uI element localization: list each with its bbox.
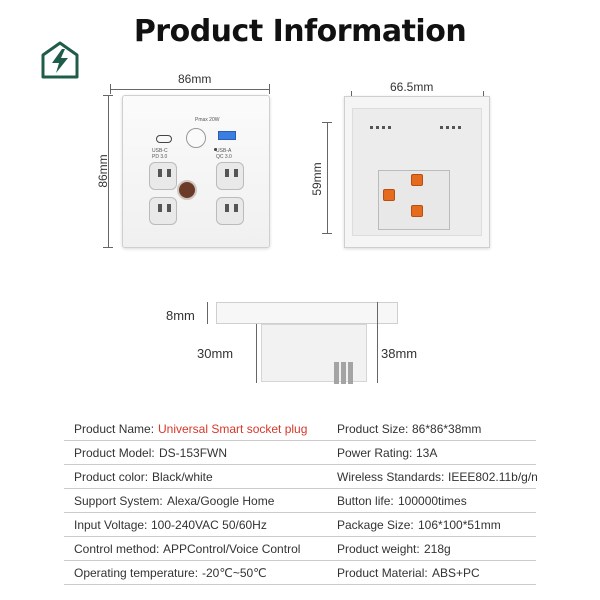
- front-height-tick-bottom: [103, 247, 113, 248]
- spec-left-label: Product Name:: [74, 422, 155, 436]
- wire-terminal-icon: [383, 189, 395, 201]
- spec-right-value: ABS+PC: [432, 566, 480, 580]
- outlet-slot-top-right-icon: [216, 162, 244, 190]
- side-fin-icon: [334, 362, 339, 384]
- vent-dot-icon: [376, 126, 379, 129]
- earth-pin-socket-icon: [177, 180, 197, 200]
- spec-left-value: DS-153FWN: [159, 446, 228, 460]
- front-height-tick-top: [103, 95, 113, 96]
- usb-a-label: USB-A QC 3.0: [216, 148, 232, 160]
- vent-dot-icon: [382, 126, 385, 129]
- back-width-label: 66.5mm: [390, 80, 434, 94]
- pmax-label: Pmax 20W: [195, 117, 220, 123]
- spec-right-label: Product Material:: [337, 566, 428, 580]
- socket-front-panel: [122, 95, 270, 248]
- spec-left-label: Product Model:: [74, 446, 155, 460]
- outlet-slot-bottom-left-icon: [149, 197, 177, 225]
- outlet-slot-top-left-icon: [149, 162, 177, 190]
- spec-right-label: Product Size:: [337, 422, 409, 436]
- spec-left-value: Alexa/Google Home: [167, 494, 275, 508]
- spec-row-divider: [64, 512, 536, 513]
- spec-row-divider: [64, 560, 536, 561]
- socket-side-plate: [216, 302, 398, 324]
- usb-a-label-line2: QC 3.0: [216, 154, 232, 160]
- side-depth-line: [256, 324, 257, 383]
- spec-left-label: Control method:: [74, 542, 160, 556]
- spec-row-divider: [64, 464, 536, 465]
- led-indicator-icon: [214, 148, 217, 151]
- spec-left-value: Universal Smart socket plug: [158, 422, 308, 436]
- side-total-label: 38mm: [381, 346, 418, 361]
- back-height-tick-top: [322, 122, 332, 123]
- spec-right-value: IEEE802.11b/g/n: [448, 470, 538, 484]
- vent-dot-icon: [440, 126, 443, 129]
- spec-left-value: -20℃~50℃: [202, 566, 267, 580]
- vent-dot-icon: [458, 126, 461, 129]
- spec-row-divider: [64, 488, 536, 489]
- spec-right-value: 86*86*38mm: [412, 422, 482, 436]
- side-total-line: [377, 302, 378, 383]
- side-thickness-line: [207, 302, 208, 324]
- usb-c-port-icon: [156, 135, 172, 143]
- front-width-tick-left: [110, 84, 111, 94]
- spec-right-label: Package Size:: [337, 518, 414, 532]
- spec-left-value: Black/white: [152, 470, 213, 484]
- vent-dot-icon: [452, 126, 455, 129]
- side-fin-icon: [348, 362, 353, 384]
- wire-terminal-icon: [411, 205, 423, 217]
- vent-dot-icon: [446, 126, 449, 129]
- spec-left-label: Operating temperature:: [74, 566, 199, 580]
- spec-right-value: 13A: [416, 446, 438, 460]
- spec-right-value: 218g: [424, 542, 451, 556]
- spec-left-value: APPControl/Voice Control: [163, 542, 301, 556]
- spec-right-value: 100000times: [398, 494, 467, 508]
- back-height-label: 59mm: [310, 162, 324, 196]
- front-width-tick-right: [269, 84, 270, 94]
- back-height-line: [327, 122, 328, 234]
- spec-left-label: Support System:: [74, 494, 163, 508]
- spec-right-label: Wireless Standards:: [337, 470, 445, 484]
- usb-a-label-line1: USB-A: [216, 148, 232, 154]
- usb-a-port-icon: [218, 131, 236, 140]
- touch-button-icon: [186, 128, 206, 148]
- vent-dot-icon: [388, 126, 391, 129]
- usb-c-label-line2: PD 3.0: [152, 154, 168, 160]
- spec-left-label: Product color:: [74, 470, 149, 484]
- side-fin-icon: [341, 362, 346, 384]
- page-title: Product Information: [133, 14, 467, 49]
- spec-right-label: Power Rating:: [337, 446, 413, 460]
- outlet-slot-bottom-right-icon: [216, 197, 244, 225]
- spec-row-divider: [64, 440, 536, 441]
- side-depth-label: 30mm: [197, 346, 234, 361]
- front-width-label: 86mm: [178, 72, 212, 86]
- spec-row-divider: [64, 584, 536, 585]
- vent-dot-icon: [370, 126, 373, 129]
- front-width-line: [110, 89, 270, 90]
- back-height-tick-bottom: [322, 233, 332, 234]
- usb-c-label: USB-C PD 3.0: [152, 148, 168, 160]
- spec-right-label: Product weight:: [337, 542, 420, 556]
- spec-row-divider: [64, 536, 536, 537]
- side-thickness-label: 8mm: [166, 308, 195, 323]
- spec-right-label: Button life:: [337, 494, 394, 508]
- usb-c-label-line1: USB-C: [152, 148, 168, 154]
- spec-left-label: Input Voltage:: [74, 518, 148, 532]
- front-height-line: [108, 95, 109, 248]
- spec-left-value: 100-240VAC 50/60Hz: [151, 518, 267, 532]
- wire-terminal-icon: [411, 174, 423, 186]
- lightning-house-icon: [41, 41, 79, 79]
- spec-right-value: 106*100*51mm: [418, 518, 501, 532]
